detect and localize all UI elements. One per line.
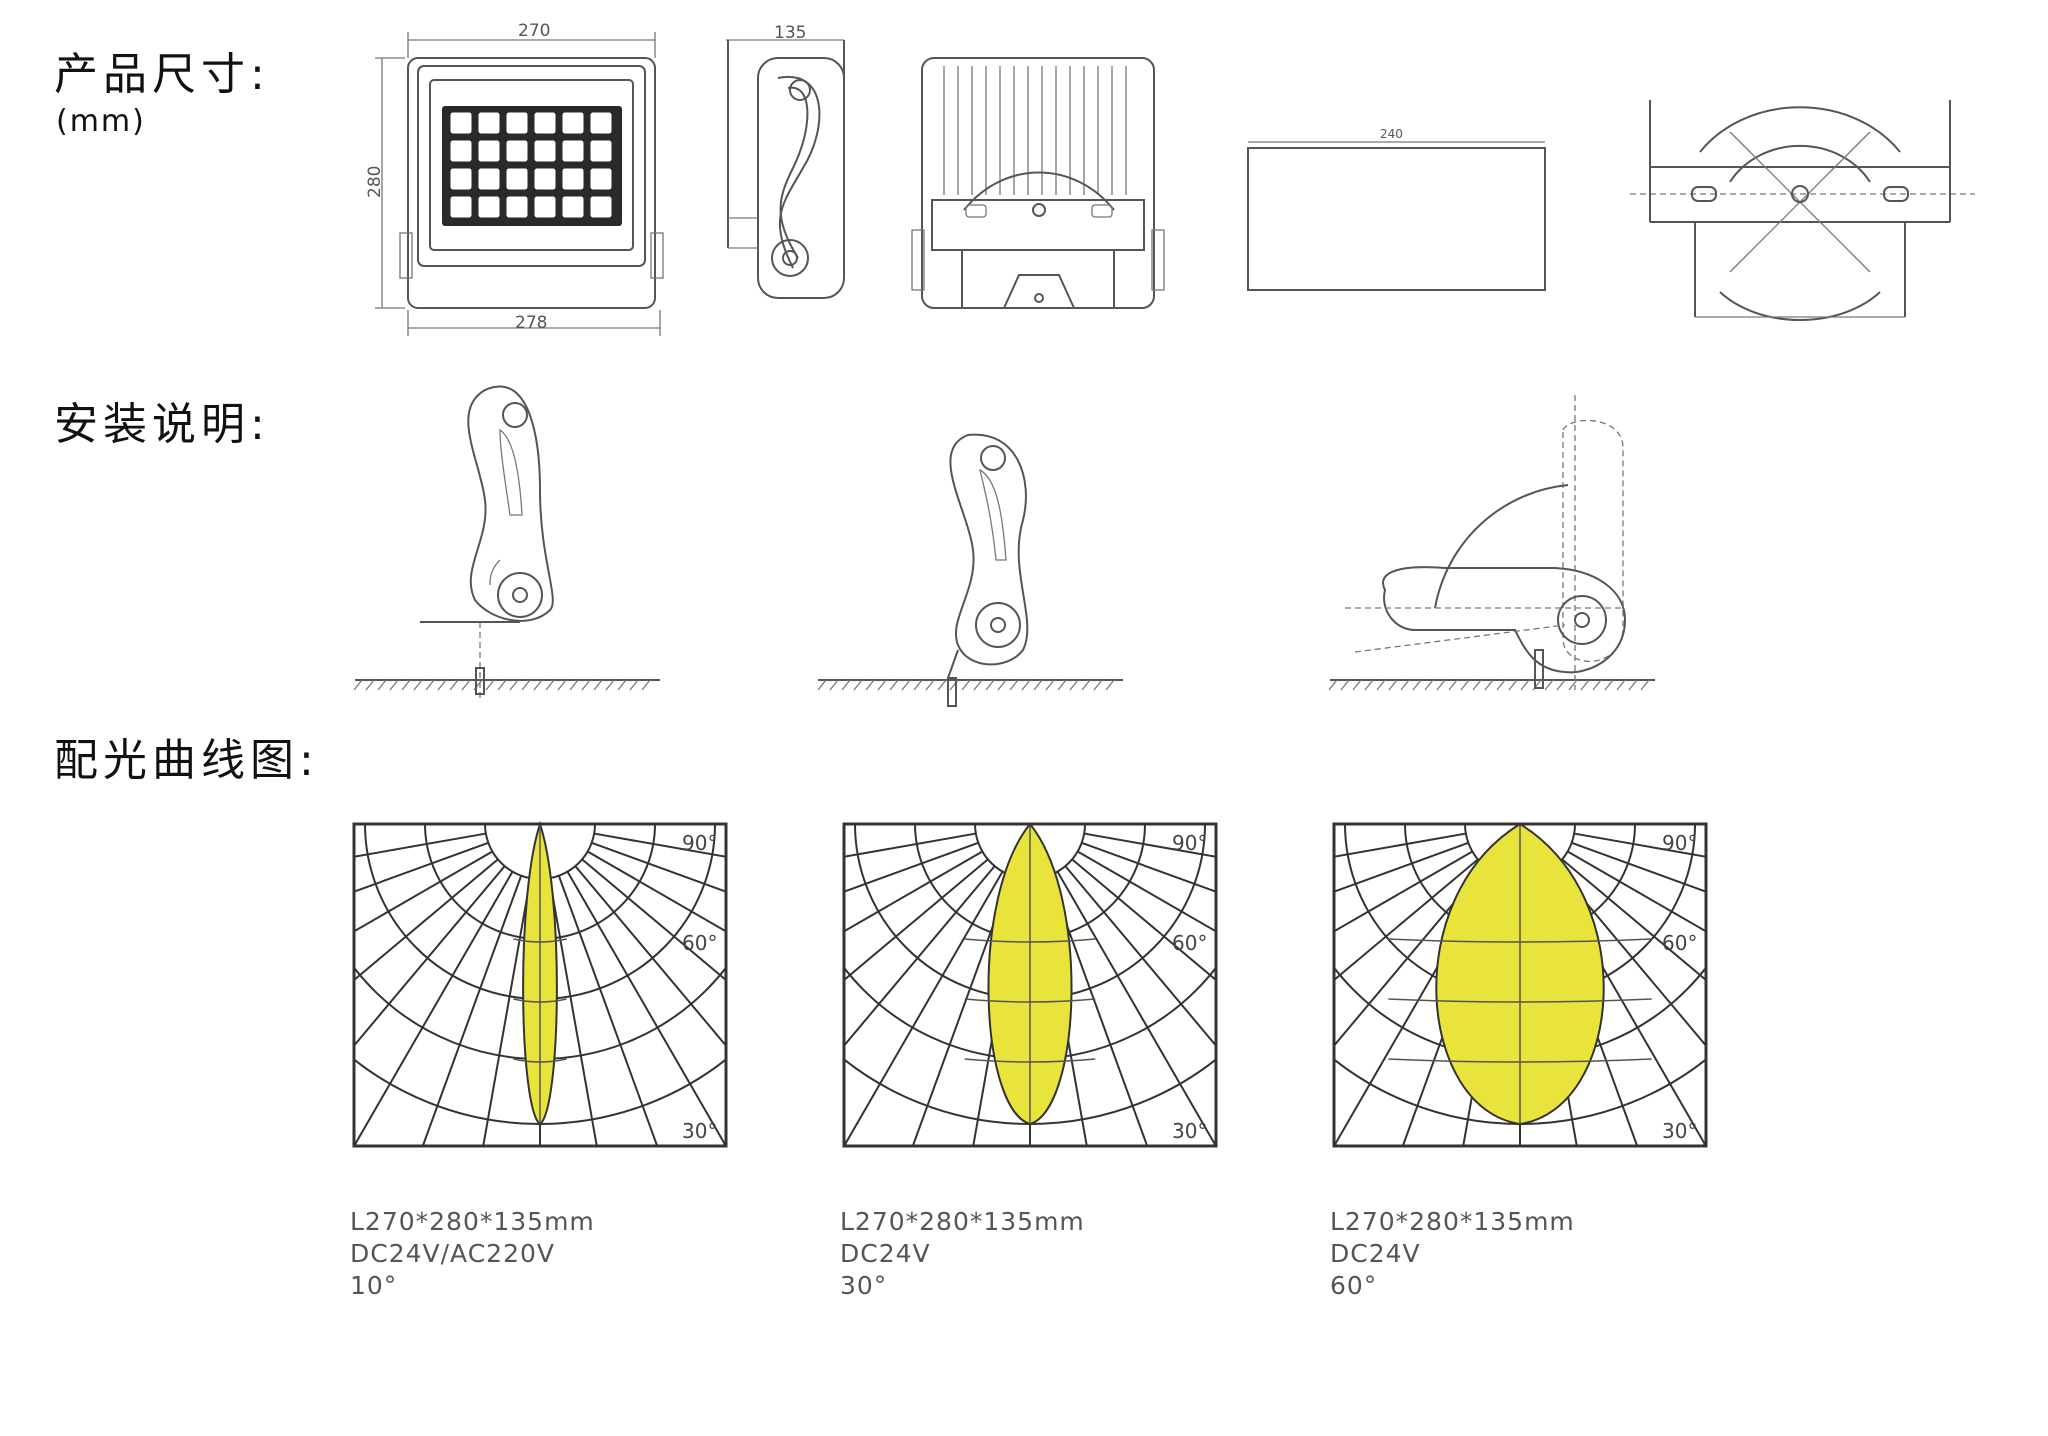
polar-angle-label: 30° bbox=[682, 1119, 717, 1143]
install-view-2 bbox=[817, 433, 1123, 707]
polar-chart-10deg: 90° 60° 30° bbox=[352, 820, 728, 1148]
polar-spoke bbox=[354, 865, 506, 1048]
polar-spoke bbox=[1334, 865, 1486, 1048]
polar-spoke bbox=[354, 871, 514, 1146]
polar-spoke bbox=[1077, 850, 1216, 933]
polar-frame bbox=[842, 822, 1218, 1148]
bracket-detail-drawing bbox=[1630, 100, 1975, 321]
polar-spoke bbox=[1334, 841, 1469, 893]
polar-spoke bbox=[354, 850, 493, 933]
polar-angle-label: 60° bbox=[682, 931, 717, 955]
polar-angle-label: 90° bbox=[1662, 831, 1697, 855]
polar-spoke bbox=[1561, 858, 1706, 982]
polar-spoke bbox=[587, 850, 726, 933]
polar-spoke bbox=[574, 865, 726, 1048]
polar-chart-30deg: 90° 60° 30° bbox=[842, 822, 1218, 1148]
polar-spoke bbox=[354, 832, 487, 858]
polar-angle-label: 90° bbox=[682, 831, 717, 855]
polar-spoke bbox=[548, 877, 598, 1146]
polar-frame bbox=[1332, 822, 1708, 1148]
spec-angle: 10° bbox=[350, 1271, 398, 1300]
polar-angle-label: 60° bbox=[1172, 931, 1207, 955]
polar-spoke bbox=[557, 875, 659, 1146]
polar-angle-label: 60° bbox=[1662, 931, 1697, 955]
polar-spoke bbox=[593, 832, 726, 858]
spec-voltage: DC24V/AC220V bbox=[350, 1239, 555, 1268]
polar-angle-label: 30° bbox=[1662, 1119, 1697, 1143]
polar-spoke bbox=[844, 841, 979, 893]
spec-caption-60deg: L270*280*135mm DC24V 60° bbox=[1330, 1206, 1575, 1302]
polar-spoke bbox=[1071, 858, 1216, 982]
polar-spoke bbox=[482, 877, 532, 1146]
polar-spoke bbox=[1554, 865, 1706, 1048]
spec-voltage: DC24V bbox=[1330, 1239, 1421, 1268]
spec-size: L270*280*135mm bbox=[350, 1207, 595, 1236]
polar-spoke bbox=[581, 858, 726, 982]
dimensions-unit: (mm) bbox=[56, 104, 146, 139]
polar-spoke bbox=[1081, 841, 1216, 893]
polar-spoke bbox=[911, 875, 1013, 1146]
polar-chart-60deg: 90° 60° 30° bbox=[1332, 822, 1708, 1148]
install-view-3 bbox=[1328, 395, 1655, 691]
polar-spoke bbox=[1334, 832, 1467, 858]
dim-top-width: 240 bbox=[1380, 127, 1403, 141]
polar-spoke bbox=[844, 871, 1004, 1146]
dim-front-width-top: 270 bbox=[518, 21, 550, 41]
polar-angle-label: 90° bbox=[1172, 831, 1207, 855]
polar-spoke bbox=[844, 858, 989, 982]
polar-spoke bbox=[844, 865, 996, 1048]
spec-size: L270*280*135mm bbox=[1330, 1207, 1575, 1236]
spec-angle: 30° bbox=[840, 1271, 888, 1300]
spec-angle: 60° bbox=[1330, 1271, 1378, 1300]
dim-front-width-bottom: 278 bbox=[515, 313, 547, 333]
polar-spoke bbox=[1083, 832, 1216, 858]
polar-spoke bbox=[1567, 850, 1706, 933]
polar-spoke bbox=[1056, 871, 1216, 1146]
polar-spoke bbox=[844, 850, 983, 933]
polar-spoke bbox=[1064, 865, 1216, 1048]
spec-caption-10deg: L270*280*135mm DC24V/AC220V 10° bbox=[350, 1206, 595, 1302]
section-heading-dimensions: 产品尺寸: bbox=[54, 49, 270, 100]
polar-spoke bbox=[1573, 832, 1706, 858]
polar-spoke bbox=[354, 841, 489, 893]
dim-side-depth: 135 bbox=[774, 23, 806, 43]
top-view-drawing: 240 bbox=[1247, 127, 1546, 291]
polar-spoke bbox=[591, 841, 726, 893]
polar-spoke bbox=[844, 832, 977, 858]
polar-spoke bbox=[354, 858, 499, 982]
polar-frame bbox=[352, 822, 728, 1148]
section-heading-light-curves: 配光曲线图: bbox=[54, 735, 319, 786]
polar-angle-label: 30° bbox=[1172, 1119, 1207, 1143]
spec-size: L270*280*135mm bbox=[840, 1207, 1085, 1236]
front-view-drawing: 270 280 278 bbox=[365, 21, 664, 336]
polar-spoke bbox=[1334, 858, 1479, 982]
polar-spoke bbox=[1047, 875, 1149, 1146]
install-view-1 bbox=[353, 385, 660, 700]
polar-spoke bbox=[1571, 841, 1706, 893]
polar-spoke bbox=[566, 871, 726, 1146]
section-heading-installation: 安装说明: bbox=[54, 399, 270, 450]
polar-spoke bbox=[421, 875, 523, 1146]
side-view-drawing: 135 bbox=[726, 23, 845, 299]
spec-caption-30deg: L270*280*135mm DC24V 30° bbox=[840, 1206, 1085, 1302]
back-view-drawing bbox=[911, 57, 1165, 309]
polar-spoke bbox=[1334, 850, 1473, 933]
spec-voltage: DC24V bbox=[840, 1239, 931, 1268]
dim-front-height: 280 bbox=[365, 166, 385, 198]
